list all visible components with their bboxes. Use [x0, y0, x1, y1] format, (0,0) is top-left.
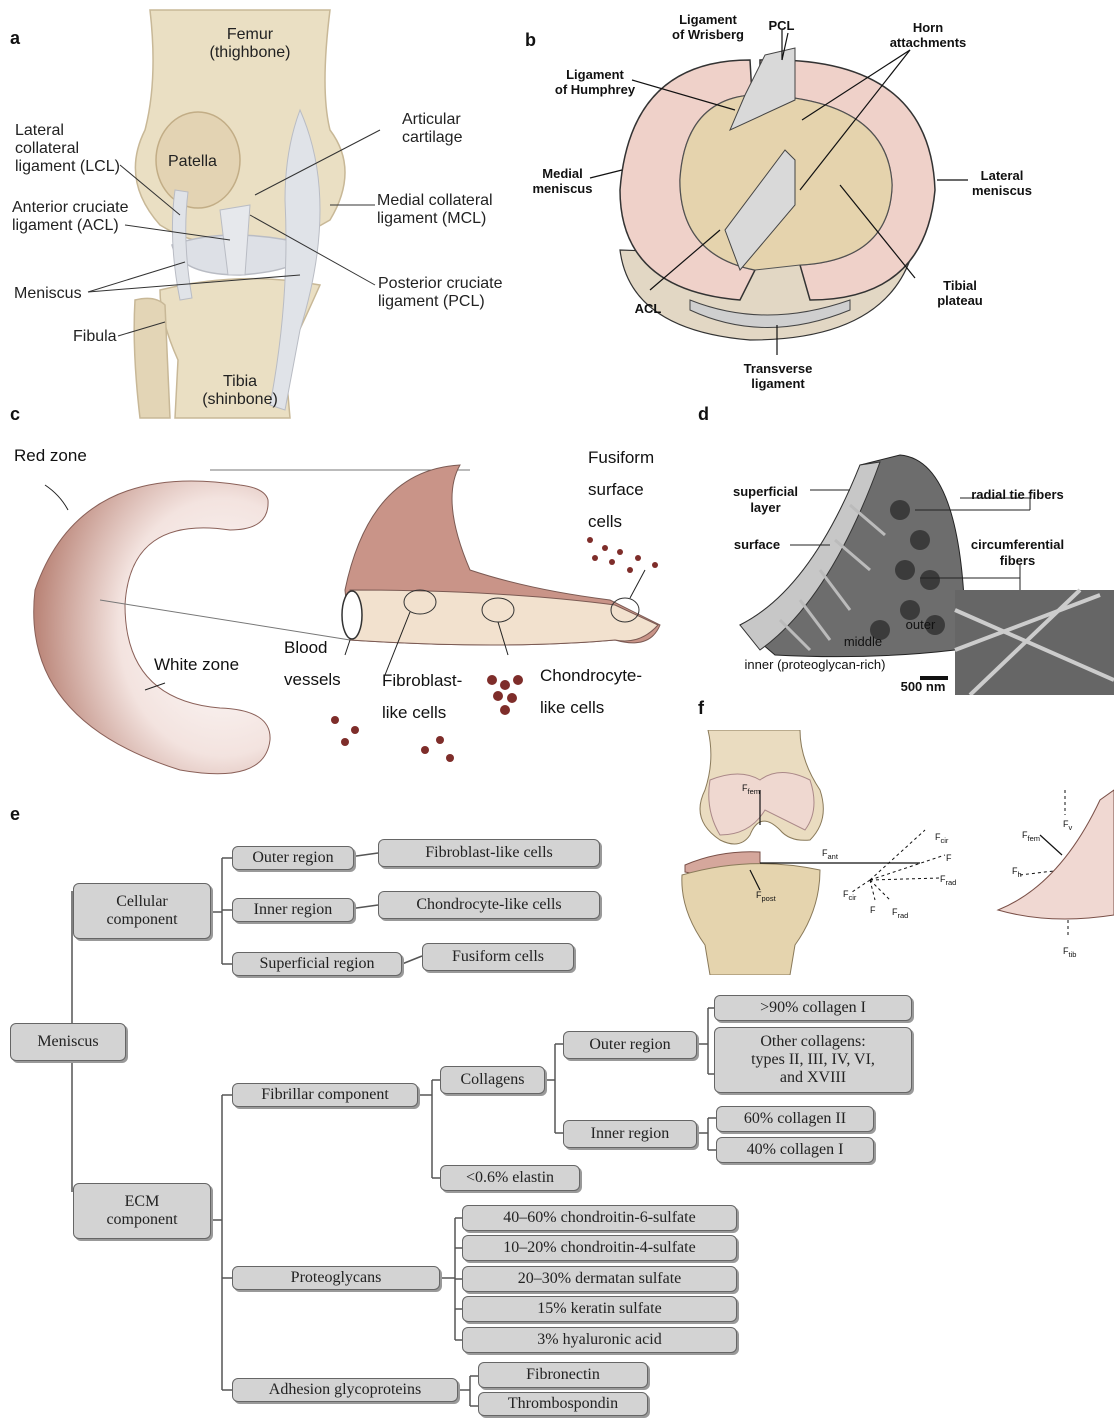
- label-f-tib: Ftib: [1063, 946, 1076, 959]
- tree-node-superficial-region: Superficial region: [232, 952, 402, 976]
- panel-d-letter: d: [698, 404, 709, 425]
- tree-node-meniscus: Meniscus: [10, 1023, 126, 1061]
- label-white-zone: White zone: [154, 649, 239, 681]
- label-f-2: F: [870, 905, 876, 915]
- label-f-fem: Ffem: [742, 783, 760, 796]
- tree-node-fusiform-cells: Fusiform cells: [422, 943, 574, 971]
- label-outer: outer: [898, 617, 943, 632]
- label-lateral-meniscus: Lateral meniscus: [962, 168, 1042, 198]
- label-meniscus: Meniscus: [14, 285, 82, 303]
- label-pcl: Posterior cruciate ligament (PCL): [378, 275, 503, 311]
- label-inner-proteoglycan: inner (proteoglycan-rich): [730, 657, 900, 672]
- tree-node-chondroitin-4-sulfate: 10–20% chondroitin-4-sulfate: [462, 1235, 737, 1261]
- tree-node-ecm-component: ECM component: [73, 1183, 211, 1239]
- label-radial-tie-fibers: radial tie fibers: [960, 487, 1075, 503]
- label-ligament-humphrey: Ligament of Humphrey: [545, 67, 645, 97]
- tree-node-thrombospondin: Thrombospondin: [478, 1392, 648, 1416]
- tree-node-hyaluronic-acid: 3% hyaluronic acid: [462, 1327, 737, 1353]
- tree-node-dermatan-sulfate: 20–30% dermatan sulfate: [462, 1266, 737, 1292]
- label-acl-b: ACL: [628, 301, 668, 316]
- label-fibula: Fibula: [73, 328, 117, 346]
- label-red-zone: Red zone: [14, 440, 87, 472]
- label-articular-cartilage: Articular cartilage: [402, 111, 462, 147]
- label-superficial-layer: superficial layer: [723, 484, 808, 516]
- label-fusiform-surface-cells: Fusiform surface cells: [588, 442, 654, 538]
- tree-node-chondrocyte-like-cells: Chondrocyte-like cells: [378, 891, 600, 919]
- tree-node-keratin-sulfate: 15% keratin sulfate: [462, 1296, 737, 1322]
- label-f-cir-1: Fcir: [935, 832, 948, 845]
- tree-node-collagens: Collagens: [440, 1066, 545, 1094]
- tree-node-collagen-outer-region: Outer region: [563, 1031, 697, 1059]
- tree-node-chondroitin-6-sulfate: 40–60% chondroitin-6-sulfate: [462, 1205, 737, 1231]
- tree-node-cell-inner-region: Inner region: [232, 898, 354, 922]
- label-ligament-wrisberg: Ligament of Wrisberg: [663, 12, 753, 42]
- tree-node-cellular-component: Cellular component: [73, 883, 211, 939]
- panel-f-letter: f: [698, 698, 704, 719]
- label-fibroblast-like-cells: Fibroblast- like cells: [382, 665, 462, 729]
- label-f-rad-2: Frad: [892, 907, 908, 920]
- label-mcl: Medial collateral ligament (MCL): [377, 192, 493, 228]
- label-f-fem-2: Ffem: [1022, 830, 1040, 843]
- tibial-plateau-menisci-illustration: [520, 0, 1020, 400]
- tree-node-collagen-40: 40% collagen I: [716, 1137, 874, 1163]
- tree-node-other-collagens: Other collagens: types II, III, IV, VI, …: [714, 1027, 912, 1093]
- tree-node-adhesion-glycoproteins: Adhesion glycoproteins: [232, 1378, 458, 1402]
- tree-node-collagen-60: 60% collagen II: [716, 1106, 874, 1132]
- label-patella: Patella: [168, 153, 217, 171]
- label-f-v: Fv: [1063, 819, 1072, 832]
- label-lcl: Lateral collateral ligament (LCL): [15, 122, 120, 176]
- label-scale-bar: 500 nm: [893, 679, 953, 695]
- tree-node-collagen-inner-region: Inner region: [563, 1120, 697, 1148]
- label-f-ant: Fant: [822, 848, 838, 861]
- label-circumferential-fibers: circumferential fibers: [955, 537, 1080, 569]
- panel-c-letter: c: [10, 404, 20, 425]
- label-horn-attachments: Horn attachments: [878, 20, 978, 50]
- tree-node-fibrillar-component: Fibrillar component: [232, 1083, 418, 1107]
- label-chondrocyte-like-cells: Chondrocyte- like cells: [540, 660, 642, 724]
- label-blood-vessels: Blood vessels: [284, 632, 341, 696]
- label-tibial-plateau: Tibial plateau: [925, 278, 995, 308]
- label-acl: Anterior cruciate ligament (ACL): [12, 199, 129, 235]
- tree-node-fibronectin: Fibronectin: [478, 1362, 648, 1388]
- tree-node-collagen-90: >90% collagen I: [714, 995, 912, 1021]
- tree-node-cell-outer-region: Outer region: [232, 846, 354, 870]
- tree-node-proteoglycans: Proteoglycans: [232, 1266, 440, 1290]
- tree-node-elastin: <0.6% elastin: [440, 1165, 580, 1191]
- label-pcl-b: PCL: [764, 18, 799, 33]
- label-transverse-ligament: Transverse ligament: [733, 361, 823, 391]
- label-femur: Femur (thighbone): [205, 26, 295, 62]
- label-f-cir-2: Fcir: [843, 889, 856, 902]
- label-tibia: Tibia (shinbone): [195, 373, 285, 409]
- panel-e-letter: e: [10, 804, 20, 825]
- label-surface: surface: [727, 537, 787, 553]
- tree-node-fibroblast-like-cells: Fibroblast-like cells: [378, 839, 600, 867]
- label-middle: middle: [838, 634, 888, 649]
- label-medial-meniscus: Medial meniscus: [525, 166, 600, 196]
- label-f-rad-1: Frad: [940, 874, 956, 887]
- label-f-h: Fh: [1012, 866, 1022, 879]
- label-f-1: F: [946, 853, 952, 863]
